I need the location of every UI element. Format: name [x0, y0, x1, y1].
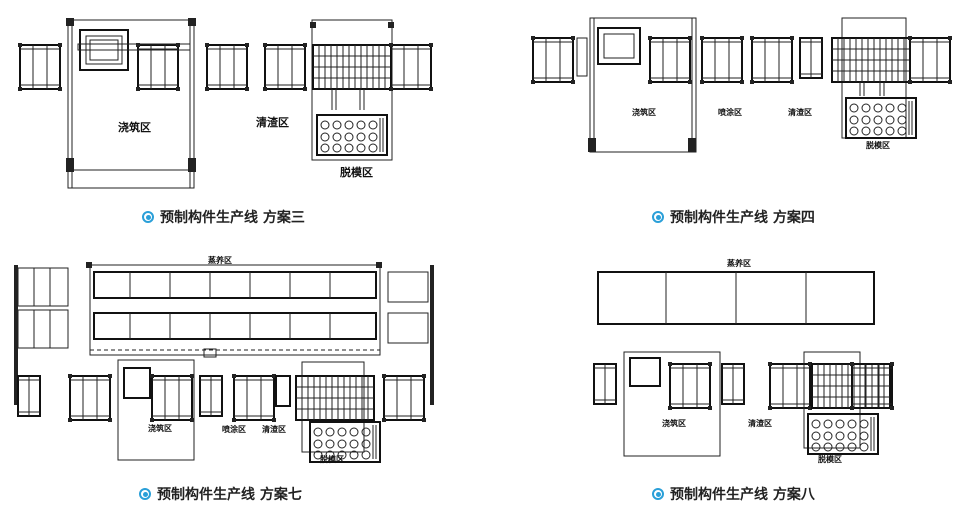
plan-7-diagram: 蒸养区 浇筑区 喷涂区 清渣区 脱模区: [14, 255, 434, 464]
plan-3-zone-clean: 清渣区: [256, 115, 289, 129]
plan-8-caption: 预制构件生产线 方案八: [652, 484, 815, 504]
plan-8-zone-pour: 浇筑区: [662, 418, 686, 428]
plan-8-zone-cure: 蒸养区: [727, 258, 751, 268]
plan-8-zone-demold: 脱模区: [818, 454, 842, 464]
plan-4-zone-pour: 浇筑区: [632, 107, 656, 117]
plan-4-caption-text: 预制构件生产线 方案四: [670, 210, 815, 226]
bullet-icon: [139, 488, 151, 500]
plan-4-zone-demold: 脱模区: [866, 140, 890, 150]
plan-4-caption: 预制构件生产线 方案四: [652, 207, 815, 227]
plan-4-zone-spray: 喷涂区: [718, 107, 742, 117]
plan-4-zone-clean: 清渣区: [788, 107, 812, 117]
plan-7-caption-text: 预制构件生产线 方案七: [157, 487, 302, 503]
plan-7-zone-spray: 喷涂区: [222, 424, 246, 434]
plan-3-caption-text: 预制构件生产线 方案三: [160, 210, 305, 226]
plan-4-diagram: 浇筑区 喷涂区 清渣区 脱模区: [530, 17, 953, 153]
plan-7-zone-demold: 脱模区: [320, 454, 344, 464]
bullet-icon: [652, 488, 664, 500]
bullet-icon: [652, 211, 664, 223]
plan-7-zone-pour: 浇筑区: [148, 423, 172, 433]
plan-8-caption-text: 预制构件生产线 方案八: [670, 487, 815, 503]
plan-8-diagram: 蒸养区 浇筑区 清渣区 脱模区: [593, 258, 895, 464]
plan-3-caption: 预制构件生产线 方案三: [142, 207, 305, 227]
plan-7-caption: 预制构件生产线 方案七: [139, 484, 302, 504]
bullet-icon: [142, 211, 154, 223]
plan-3-diagram: 浇筑区 清渣区 脱模区: [17, 18, 434, 189]
plan-3-zone-pour: 浇筑区: [118, 120, 151, 134]
plan-7-zone-clean: 清渣区: [262, 424, 286, 434]
plan-3-zone-demold: 脱模区: [340, 165, 373, 179]
plan-7-zone-cure: 蒸养区: [208, 255, 232, 265]
plan-8-zone-clean: 清渣区: [748, 418, 772, 428]
